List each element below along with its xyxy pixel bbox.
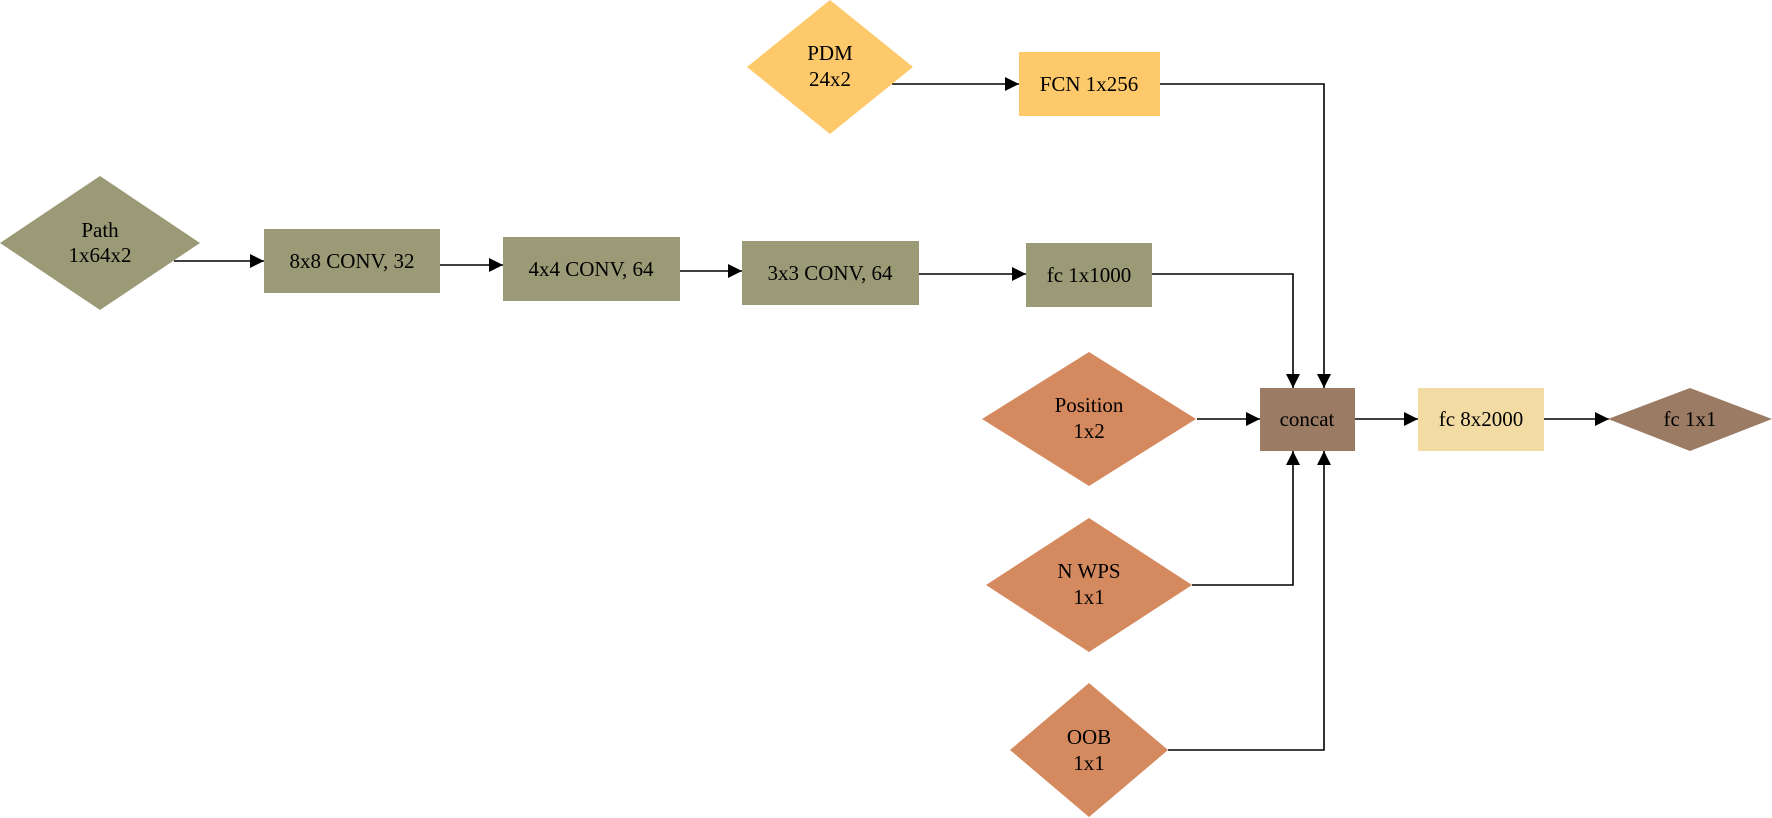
node-nwps-shape <box>986 518 1192 652</box>
node-nwps-line2: 1x1 <box>1073 585 1105 609</box>
node-pdm-line1: PDM <box>807 41 853 65</box>
node-fc1000-shape <box>1026 243 1152 307</box>
node-position: Position 1x2 <box>982 352 1196 486</box>
node-fcn256-shape <box>1019 52 1160 116</box>
node-conv8-label: 8x8 CONV, 32 <box>289 249 414 273</box>
node-concat-label: concat <box>1280 407 1335 431</box>
node-fc2000: fc 8x2000 <box>1418 388 1544 451</box>
node-conv4: 4x4 CONV, 64 <box>503 237 680 301</box>
node-position-line1: Position <box>1055 393 1124 417</box>
node-oob-shape <box>1010 683 1168 817</box>
node-path: Path 1x64x2 <box>0 176 200 310</box>
node-fc1000-label: fc 1x1000 <box>1047 263 1132 287</box>
node-oob-line1: OOB <box>1067 725 1111 749</box>
edges <box>174 77 1609 751</box>
node-fc1x1-shape <box>1608 388 1772 451</box>
node-path-line2: 1x64x2 <box>69 243 132 267</box>
node-fcn256-label: FCN 1x256 <box>1040 72 1139 96</box>
node-conv4-label: 4x4 CONV, 64 <box>528 257 654 281</box>
node-fc2000-label: fc 8x2000 <box>1439 407 1524 431</box>
node-nwps-line1: N WPS <box>1057 559 1120 583</box>
node-fc1x1-label: fc 1x1 <box>1663 407 1716 431</box>
node-position-line2: 1x2 <box>1073 419 1105 443</box>
node-fc1x1: fc 1x1 <box>1608 388 1772 451</box>
node-conv8: 8x8 CONV, 32 <box>264 229 440 293</box>
node-oob: OOB 1x1 <box>1010 683 1168 817</box>
node-concat-shape <box>1260 388 1355 451</box>
node-conv3-label: 3x3 CONV, 64 <box>767 261 893 285</box>
node-conv8-shape <box>264 229 440 293</box>
node-conv3-shape <box>742 241 919 305</box>
node-conv3: 3x3 CONV, 64 <box>742 241 919 305</box>
node-fc1000: fc 1x1000 <box>1026 243 1152 307</box>
node-fc2000-shape <box>1418 388 1544 451</box>
node-concat: concat <box>1260 388 1355 451</box>
node-position-shape <box>982 352 1196 486</box>
edge-nwps-to-concat <box>1192 451 1300 586</box>
node-nwps: N WPS 1x1 <box>986 518 1192 652</box>
node-pdm-shape <box>747 0 913 134</box>
node-oob-line2: 1x1 <box>1073 751 1105 775</box>
node-fcn256: FCN 1x256 <box>1019 52 1160 116</box>
node-path-shape <box>0 176 200 310</box>
node-path-line1: Path <box>81 218 119 242</box>
edge-fc1000-to-concat <box>1152 273 1300 388</box>
edge-oob-to-concat <box>1168 451 1331 751</box>
node-conv4-shape <box>503 237 680 301</box>
node-pdm: PDM 24x2 <box>747 0 913 134</box>
node-pdm-line2: 24x2 <box>809 67 851 91</box>
edge-fcn256-to-concat <box>1160 83 1331 388</box>
